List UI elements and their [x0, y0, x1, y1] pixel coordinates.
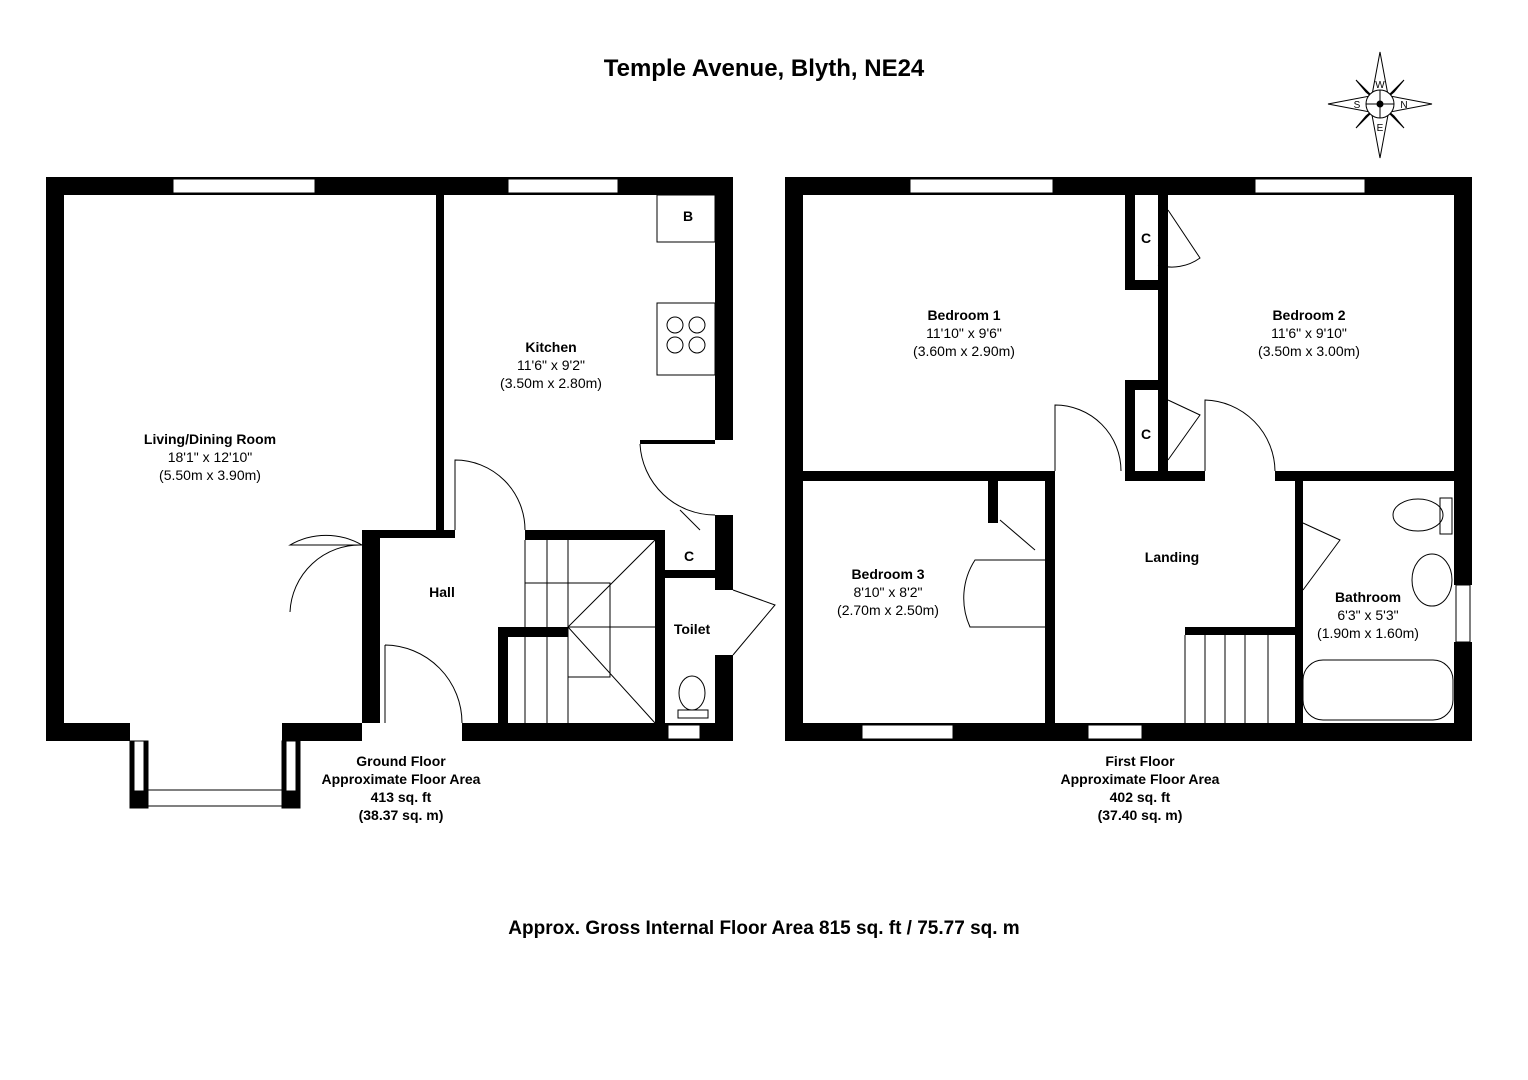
room-label-kitchen: Kitchen 11'6" x 9'2" (3.50m x 2.80m)	[500, 338, 602, 392]
ground-floor-windows	[129, 178, 701, 809]
room-size-metric: (3.50m x 3.00m)	[1258, 343, 1360, 359]
first-floor-area: First Floor Approximate Floor Area 402 s…	[1061, 752, 1220, 824]
area-sqft: 413 sq. ft	[370, 789, 432, 805]
room-label-bedroom-2: Bedroom 2 11'6" x 9'10" (3.50m x 3.00m)	[1258, 306, 1360, 360]
room-label-hall: Hall	[429, 584, 455, 600]
room-label-landing: Landing	[1144, 549, 1200, 565]
compass-w: W	[1375, 80, 1385, 91]
ground-floor-area: Ground Floor Approximate Floor Area 413 …	[322, 752, 481, 824]
room-label-bedroom-1: Bedroom 1 11'10" x 9'6" (3.60m x 2.90m)	[913, 306, 1015, 360]
room-size-imperial: 11'6" x 9'2"	[517, 357, 585, 373]
floor-name: First Floor	[1105, 753, 1175, 769]
room-size-metric: (1.90m x 1.60m)	[1317, 625, 1419, 641]
room-label-bathroom: Bathroom 6'3" x 5'3" (1.90m x 1.60m)	[1317, 588, 1419, 642]
compass-e: E	[1377, 123, 1384, 134]
room-size-imperial: 11'10" x 9'6"	[926, 325, 1002, 341]
cupboard-label: C	[683, 548, 695, 564]
gross-floor-area: Approx. Gross Internal Floor Area 815 sq…	[508, 918, 1020, 939]
room-name: Bedroom 1	[927, 307, 1001, 323]
page-title: Temple Avenue, Blyth, NE24	[603, 55, 925, 82]
boiler-label: B	[682, 208, 694, 224]
area-sqm: (37.40 sq. m)	[1097, 807, 1183, 823]
room-size-metric: (3.60m x 2.90m)	[913, 343, 1015, 359]
cupboard-label: C	[1140, 230, 1152, 246]
room-size-imperial: 18'1" x 12'10"	[167, 449, 253, 465]
room-label-bedroom-3: Bedroom 3 8'10" x 8'2" (2.70m x 2.50m)	[837, 565, 939, 619]
room-label-toilet: Toilet	[673, 621, 711, 637]
room-name: Bathroom	[1334, 589, 1402, 605]
area-caption: Approximate Floor Area	[1060, 771, 1220, 787]
compass-n: N	[1400, 100, 1407, 111]
room-name: Bedroom 3	[851, 566, 925, 582]
room-size-imperial: 11'6" x 9'10"	[1271, 325, 1347, 341]
first-floor-walls	[785, 177, 1472, 741]
compass-s: S	[1354, 100, 1361, 111]
room-size-metric: (5.50m x 3.90m)	[159, 467, 261, 483]
cupboard-label: C	[1140, 426, 1152, 442]
area-caption: Approximate Floor Area	[321, 771, 481, 787]
ground-floor-fixtures	[288, 194, 776, 724]
room-name: Bedroom 2	[1272, 307, 1346, 323]
room-label-living: Living/Dining Room 18'1" x 12'10" (5.50m…	[144, 430, 276, 484]
room-size-imperial: 6'3" x 5'3"	[1337, 607, 1399, 623]
area-sqm: (38.37 sq. m)	[358, 807, 444, 823]
room-size-imperial: 8'10" x 8'2"	[853, 584, 923, 600]
compass-icon: W E S N	[1327, 51, 1433, 159]
area-sqft: 402 sq. ft	[1109, 789, 1171, 805]
room-size-metric: (3.50m x 2.80m)	[500, 375, 602, 391]
room-name: Living/Dining Room	[143, 431, 277, 447]
floor-name: Ground Floor	[356, 753, 446, 769]
first-floor-windows	[861, 178, 1471, 740]
room-name: Kitchen	[525, 339, 577, 355]
first-floor-fixtures	[963, 209, 1454, 723]
room-size-metric: (2.70m x 2.50m)	[837, 602, 939, 618]
